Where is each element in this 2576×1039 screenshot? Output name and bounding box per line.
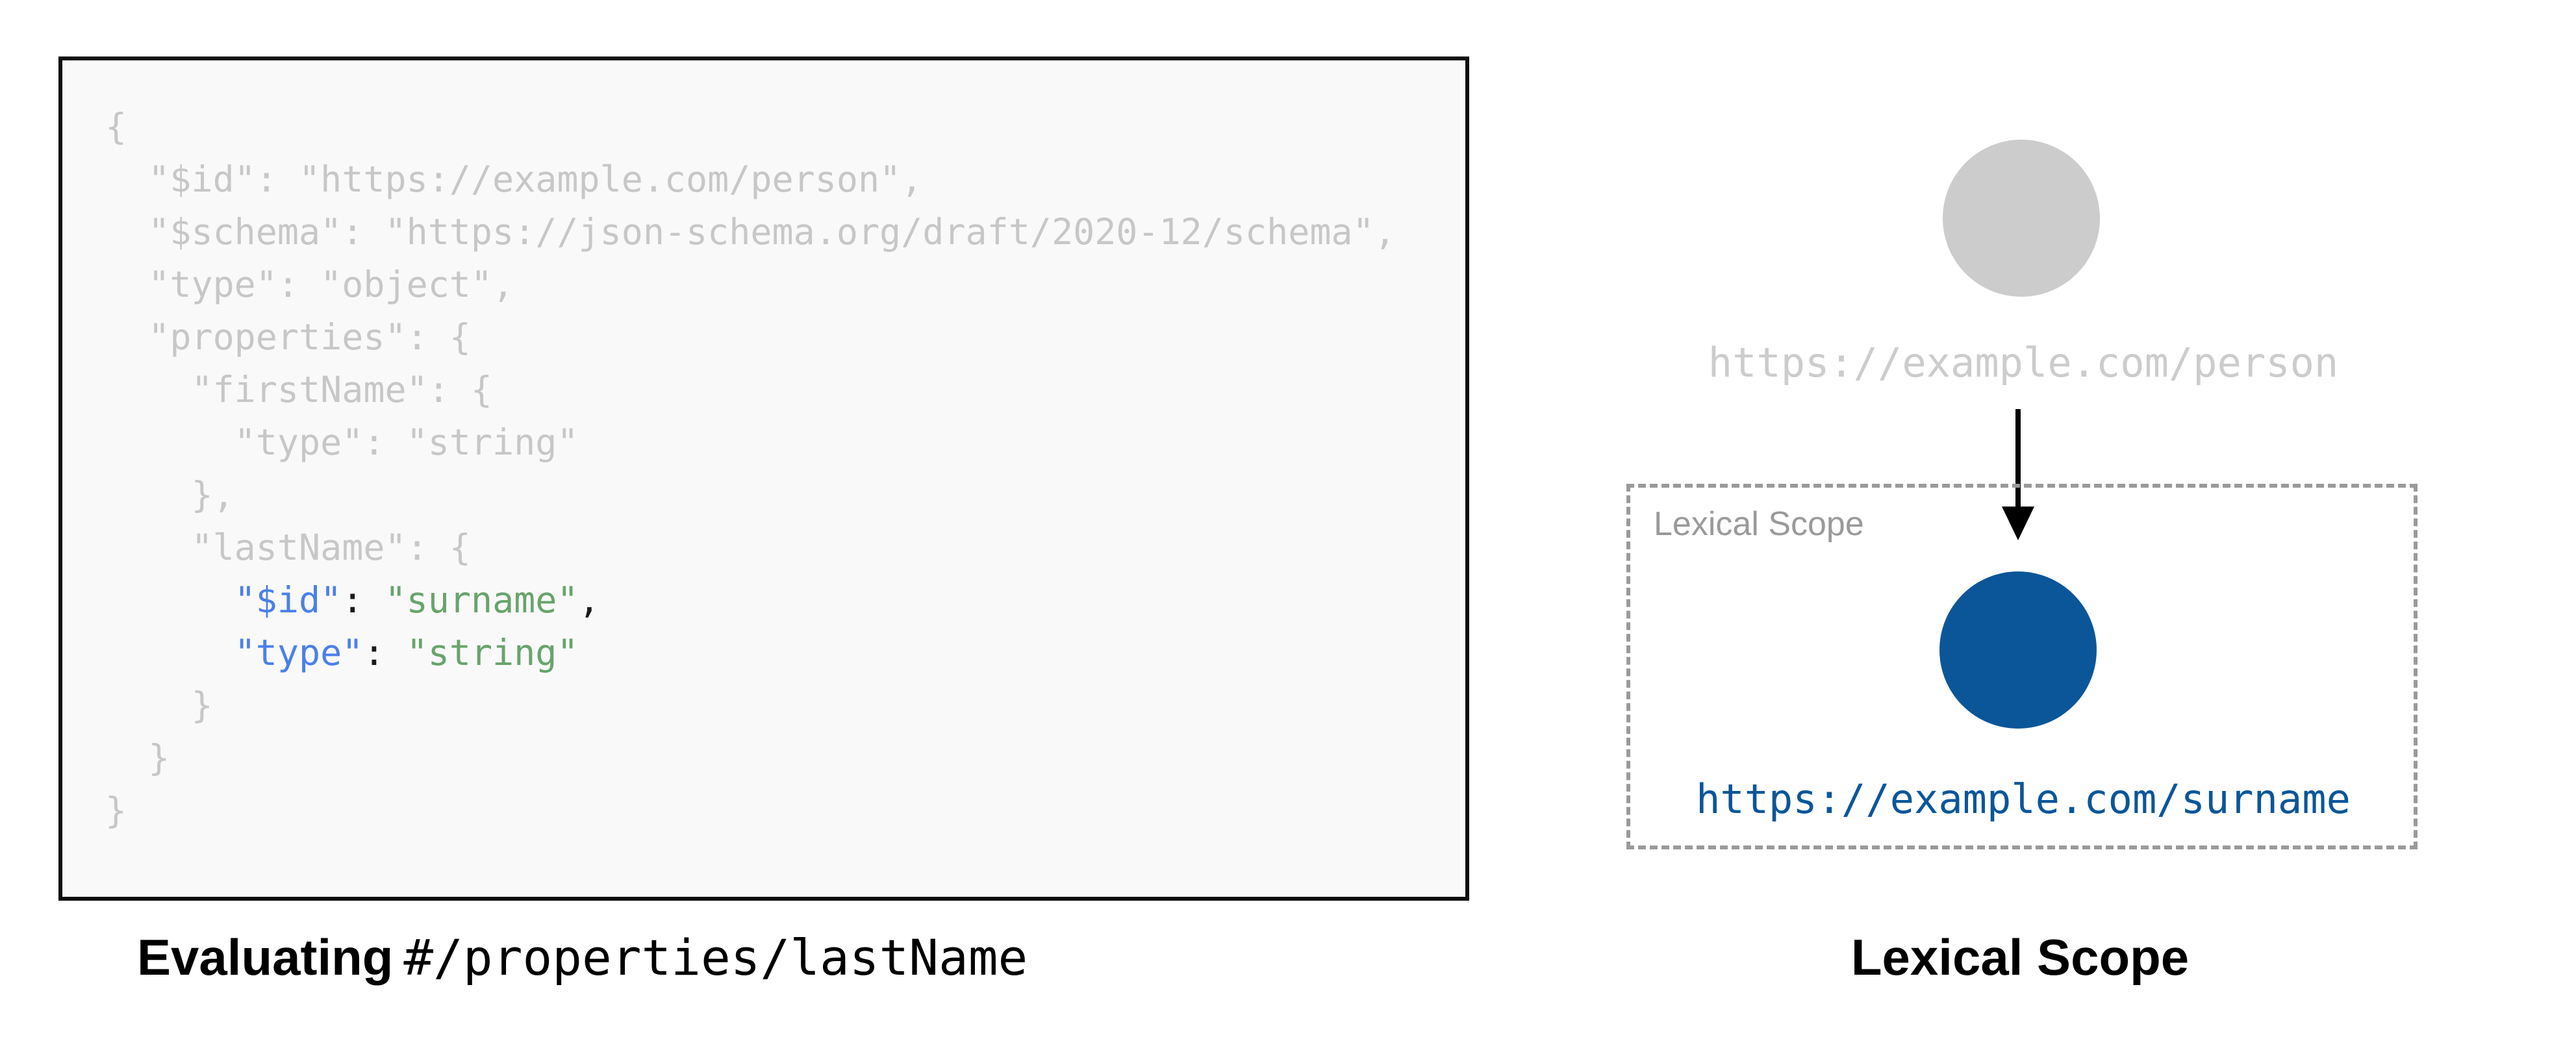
code-line: "$schema": "https://json-schema.org/draf… [105, 211, 1396, 253]
caption-evaluating-path: #/properties/lastName [403, 929, 1028, 986]
arrow-shaft [2015, 409, 2021, 508]
schema-code-panel: { "$id": "https://example.com/person", "… [58, 56, 1469, 901]
code-line: "properties": { [105, 316, 471, 358]
code-line: "$id": "surname", [234, 579, 600, 621]
code-line: "lastName": { [105, 527, 471, 568]
parent-schema-node-label: https://example.com/person [1708, 339, 2339, 386]
code-line: "firstName": { [105, 369, 493, 410]
caption-evaluating-word: Evaluating [137, 929, 394, 986]
code-line: } [105, 790, 127, 831]
arrow-head [2002, 507, 2034, 540]
code-line: }, [105, 474, 234, 516]
code-line: "type": "string" [234, 632, 579, 673]
child-schema-node-circle [1939, 571, 2097, 729]
lexical-scope-box: Lexical Scope [1626, 484, 2418, 849]
child-schema-node-label: https://example.com/surname [1696, 775, 2351, 823]
code-line: "$id": "https://example.com/person", [105, 158, 923, 200]
code-block: { "$id": "https://example.com/person", "… [105, 101, 1396, 837]
code-line: } [105, 684, 213, 726]
lexical-scope-box-label: Lexical Scope [1654, 505, 1864, 543]
caption-evaluating: Evaluating#/properties/lastName [137, 925, 1028, 1005]
code-line: } [105, 737, 170, 779]
code-line: "type": "string" [105, 421, 579, 463]
caption-lexical-scope: Lexical Scope [1850, 929, 2190, 986]
parent-schema-node-circle [1943, 140, 2100, 297]
code-line: "type": "object", [105, 264, 514, 305]
code-line: { [105, 106, 127, 147]
